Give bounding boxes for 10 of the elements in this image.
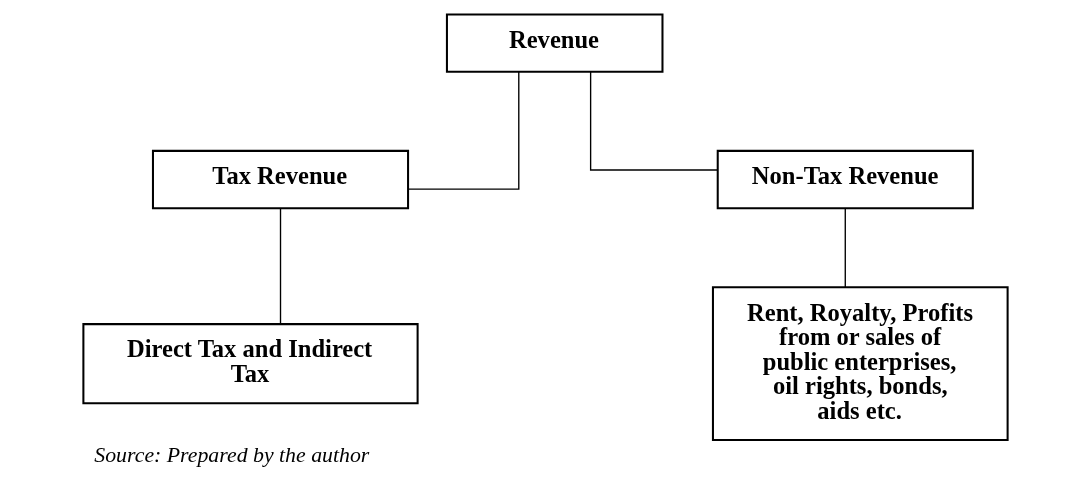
connector <box>844 207 846 288</box>
connector <box>407 70 520 190</box>
connector <box>279 207 282 324</box>
node-box: Direct Tax and Indirect Tax <box>82 322 419 404</box>
node-box: Revenue <box>445 12 664 73</box>
node-box: Non-Tax Revenue <box>716 149 974 209</box>
node-box: Rent, Royalty, Profits from or sales of public enterprises, oil rights, bonds, aids etc. <box>711 285 1009 441</box>
connector <box>589 70 719 171</box>
node-box: Tax Revenue <box>151 149 410 209</box>
caption: Source: Prepared by the author <box>94 442 370 467</box>
